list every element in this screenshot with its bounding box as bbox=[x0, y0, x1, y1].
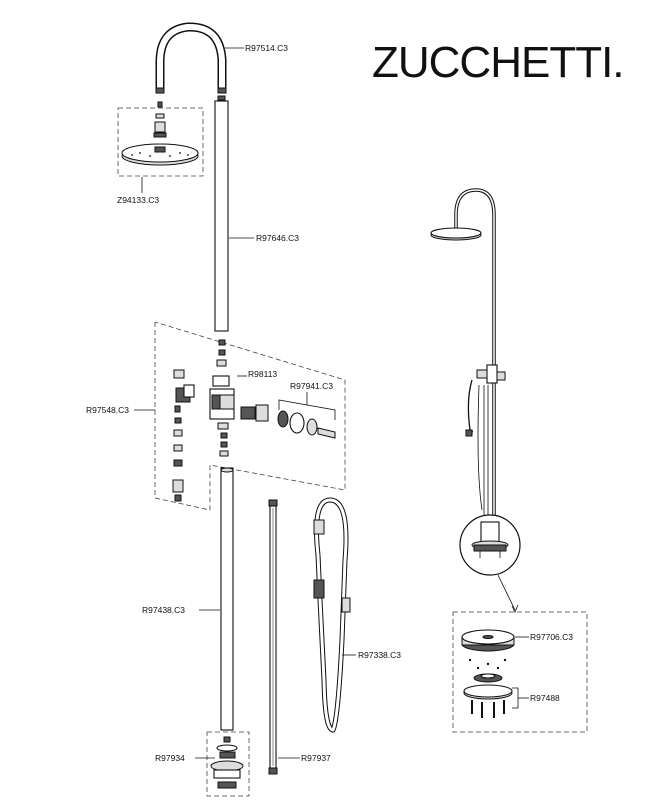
detail-zoom-circle bbox=[459, 514, 521, 576]
upper-pipe-part bbox=[214, 95, 229, 332]
showerhead-part bbox=[117, 101, 204, 177]
label-base-plate: R97488 bbox=[530, 693, 560, 703]
label-showerhead: Z94133.C3 bbox=[117, 195, 159, 205]
cartridge-part bbox=[240, 404, 336, 439]
label-upper-pipe: R97646.C3 bbox=[256, 233, 299, 243]
mixer-side-block bbox=[172, 369, 195, 502]
hose-part bbox=[313, 497, 351, 733]
label-mixer-kit: R97548.C3 bbox=[86, 405, 129, 415]
gooseneck-part bbox=[155, 22, 227, 94]
label-cartridge-kit: R97941.C3 bbox=[290, 381, 333, 391]
label-lower-pipe: R97438.C3 bbox=[142, 605, 185, 615]
brand-logo: ZUCCHETTI. bbox=[372, 38, 624, 87]
mixer-valve-part bbox=[209, 339, 235, 457]
label-base-cover: R97706.C3 bbox=[530, 632, 573, 642]
base-fitting-part bbox=[206, 731, 250, 797]
rod-part bbox=[268, 499, 278, 775]
base-plate-part bbox=[463, 658, 513, 718]
zoom-leader bbox=[497, 574, 516, 611]
detail-box bbox=[452, 611, 588, 733]
label-hose: R97338.C3 bbox=[358, 650, 401, 660]
base-cover-part bbox=[461, 629, 515, 652]
label-valve-body: R98113 bbox=[248, 369, 277, 379]
label-rod: R97937 bbox=[301, 753, 331, 763]
assembled-shower bbox=[430, 188, 506, 530]
mixer-kit-boundary bbox=[154, 321, 346, 511]
label-base-fitting: R97934 bbox=[155, 753, 185, 763]
lower-pipe-part bbox=[220, 467, 234, 731]
label-gooseneck: R97514.C3 bbox=[245, 43, 288, 53]
